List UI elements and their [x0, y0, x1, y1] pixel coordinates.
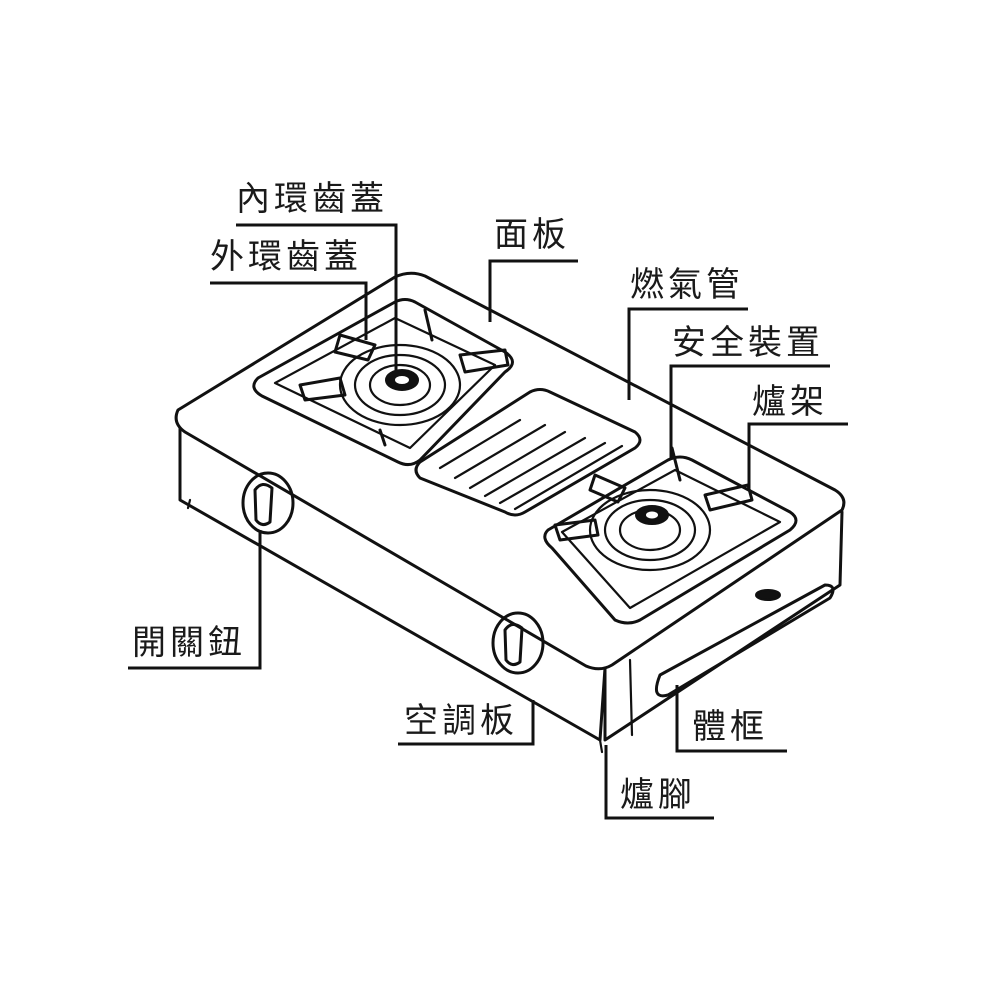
switch-knob-right [491, 611, 545, 675]
middle-grill [414, 388, 642, 517]
label-panel: 面板 [494, 215, 570, 255]
leader-lines [128, 223, 848, 820]
air-adjust-slot [654, 583, 835, 698]
label-air-adjust-plate: 空調板 [404, 701, 518, 741]
label-burner-stand: 爐架 [752, 382, 828, 422]
label-outer-ring-cap: 外環齒蓋 [210, 237, 362, 277]
label-inner-ring-cap: 內環齒蓋 [236, 179, 388, 219]
label-switch-knob: 開關鈕 [132, 623, 246, 663]
label-body-frame: 體框 [692, 707, 768, 747]
label-stove-foot: 爐腳 [620, 775, 696, 815]
right-burner [543, 446, 798, 625]
label-gas-pipe: 燃氣管 [630, 265, 744, 305]
left-burner [252, 298, 514, 467]
switch-knob-left [241, 471, 295, 535]
label-safety-device: 安全裝置 [672, 323, 824, 363]
